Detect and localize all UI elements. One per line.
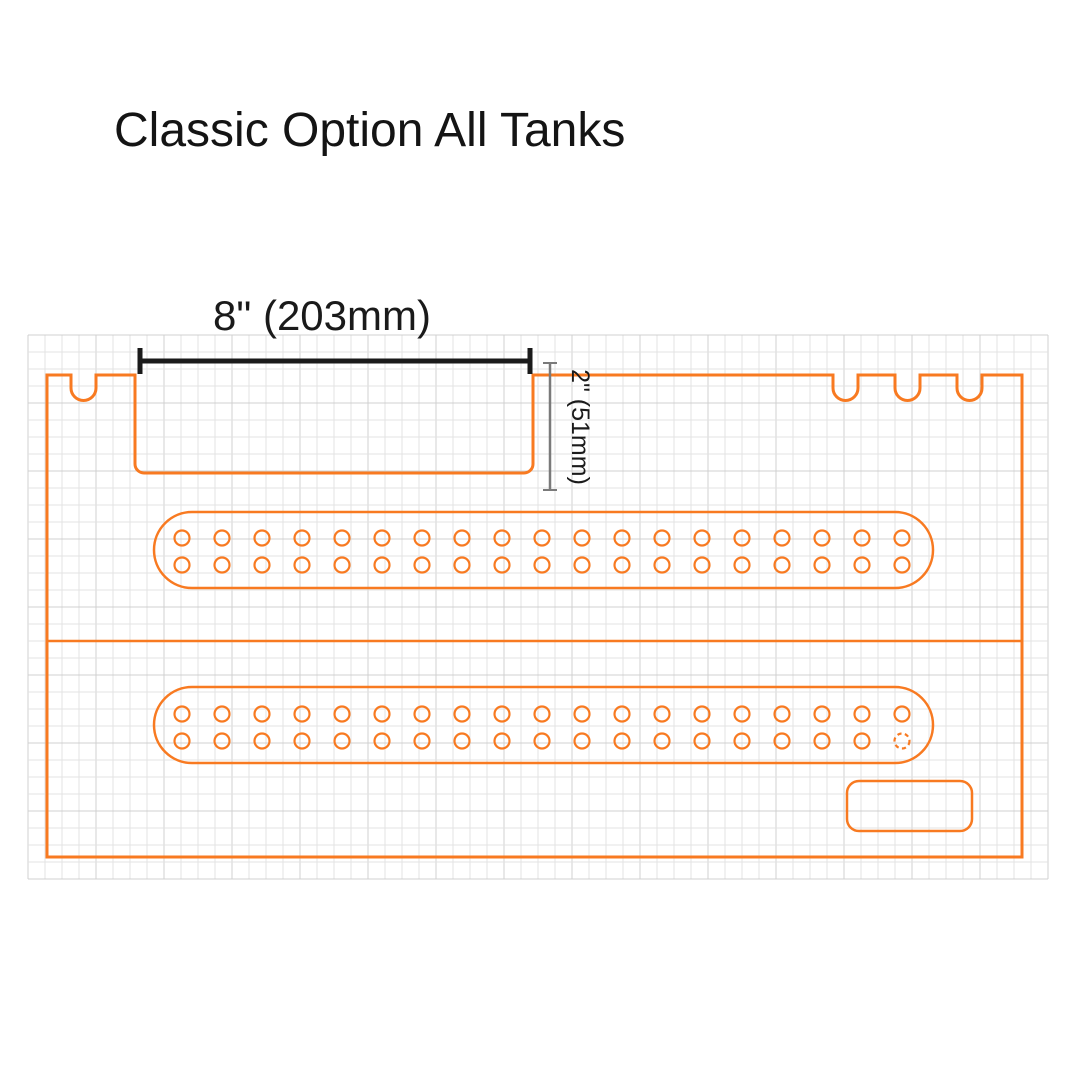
tank-hole xyxy=(373,556,391,574)
tank-hole xyxy=(173,732,191,750)
corner-cutout xyxy=(845,779,974,833)
tank-hole xyxy=(893,705,911,723)
tank-hole xyxy=(653,529,671,547)
tank-hole xyxy=(693,705,711,723)
tank-hole xyxy=(213,705,231,723)
depth-dimension-label: 2" (51mm) xyxy=(566,369,594,485)
tank-outline xyxy=(45,373,1024,859)
tank-hole xyxy=(813,732,831,750)
tank-hole xyxy=(213,732,231,750)
tank-hole xyxy=(413,556,431,574)
tank-hole xyxy=(533,556,551,574)
depth-dimension: 2" (51mm) xyxy=(543,362,594,491)
tank-hole xyxy=(653,556,671,574)
tank-hole xyxy=(653,705,671,723)
tank-hole xyxy=(453,529,471,547)
tank-hole xyxy=(373,705,391,723)
tank-hole xyxy=(893,732,911,750)
tank-hole xyxy=(373,529,391,547)
tank-hole xyxy=(533,705,551,723)
tank-hole xyxy=(413,705,431,723)
tank-hole xyxy=(173,556,191,574)
tank-hole xyxy=(293,556,311,574)
tank-hole xyxy=(613,705,631,723)
tank-hole xyxy=(693,732,711,750)
tank-hole xyxy=(813,556,831,574)
tank-hole xyxy=(733,705,751,723)
tank-hole xyxy=(453,705,471,723)
tank-hole xyxy=(613,732,631,750)
tank-hole xyxy=(573,529,591,547)
tank-hole xyxy=(293,705,311,723)
tank-hole xyxy=(493,705,511,723)
tank-hole xyxy=(293,529,311,547)
tank-hole xyxy=(333,556,351,574)
tank-hole xyxy=(853,529,871,547)
tank-hole xyxy=(733,529,751,547)
tank-hole xyxy=(693,529,711,547)
page-title: Classic Option All Tanks xyxy=(114,104,626,157)
tank-hole xyxy=(733,556,751,574)
width-dimension: 8" (203mm) xyxy=(137,292,533,374)
tank-hole xyxy=(333,732,351,750)
lower-holes-group xyxy=(173,705,911,750)
tank-hole xyxy=(253,529,271,547)
tank-hole xyxy=(773,705,791,723)
tank-hole xyxy=(893,529,911,547)
tank-hole xyxy=(173,705,191,723)
tank-hole xyxy=(813,705,831,723)
tank-hole xyxy=(893,556,911,574)
tank-hole xyxy=(213,529,231,547)
tank-hole xyxy=(533,529,551,547)
tank-hole xyxy=(773,732,791,750)
tank-hole xyxy=(293,732,311,750)
tank-hole xyxy=(213,556,231,574)
tank-hole xyxy=(853,732,871,750)
tank-hole xyxy=(253,705,271,723)
tank-hole xyxy=(573,556,591,574)
lower-hole-strip xyxy=(152,685,935,765)
tank-hole xyxy=(653,732,671,750)
tank-hole xyxy=(853,705,871,723)
tank-hole xyxy=(853,556,871,574)
tank-hole xyxy=(453,732,471,750)
tank-hole xyxy=(493,529,511,547)
grid-paper xyxy=(27,334,1049,880)
tank-hole xyxy=(333,529,351,547)
tank-hole xyxy=(733,732,751,750)
tank-hole xyxy=(373,732,391,750)
tank-hole xyxy=(573,705,591,723)
tank-hole xyxy=(613,529,631,547)
tank-hole xyxy=(413,529,431,547)
tank-hole xyxy=(693,556,711,574)
tank-hole xyxy=(253,732,271,750)
tank-hole xyxy=(333,705,351,723)
tank-hole xyxy=(173,529,191,547)
tank-hole xyxy=(453,556,471,574)
tank-hole xyxy=(533,732,551,750)
tank-hole xyxy=(493,732,511,750)
tank-hole xyxy=(413,732,431,750)
upper-holes-group xyxy=(173,529,911,574)
tank-hole xyxy=(253,556,271,574)
tank-hole xyxy=(773,556,791,574)
tank-hole xyxy=(813,529,831,547)
width-dimension-label: 8" (203mm) xyxy=(213,292,431,339)
upper-hole-strip xyxy=(152,510,935,590)
tank-hole xyxy=(493,556,511,574)
tank-hole xyxy=(573,732,591,750)
tank-hole xyxy=(613,556,631,574)
tank-hole xyxy=(773,529,791,547)
